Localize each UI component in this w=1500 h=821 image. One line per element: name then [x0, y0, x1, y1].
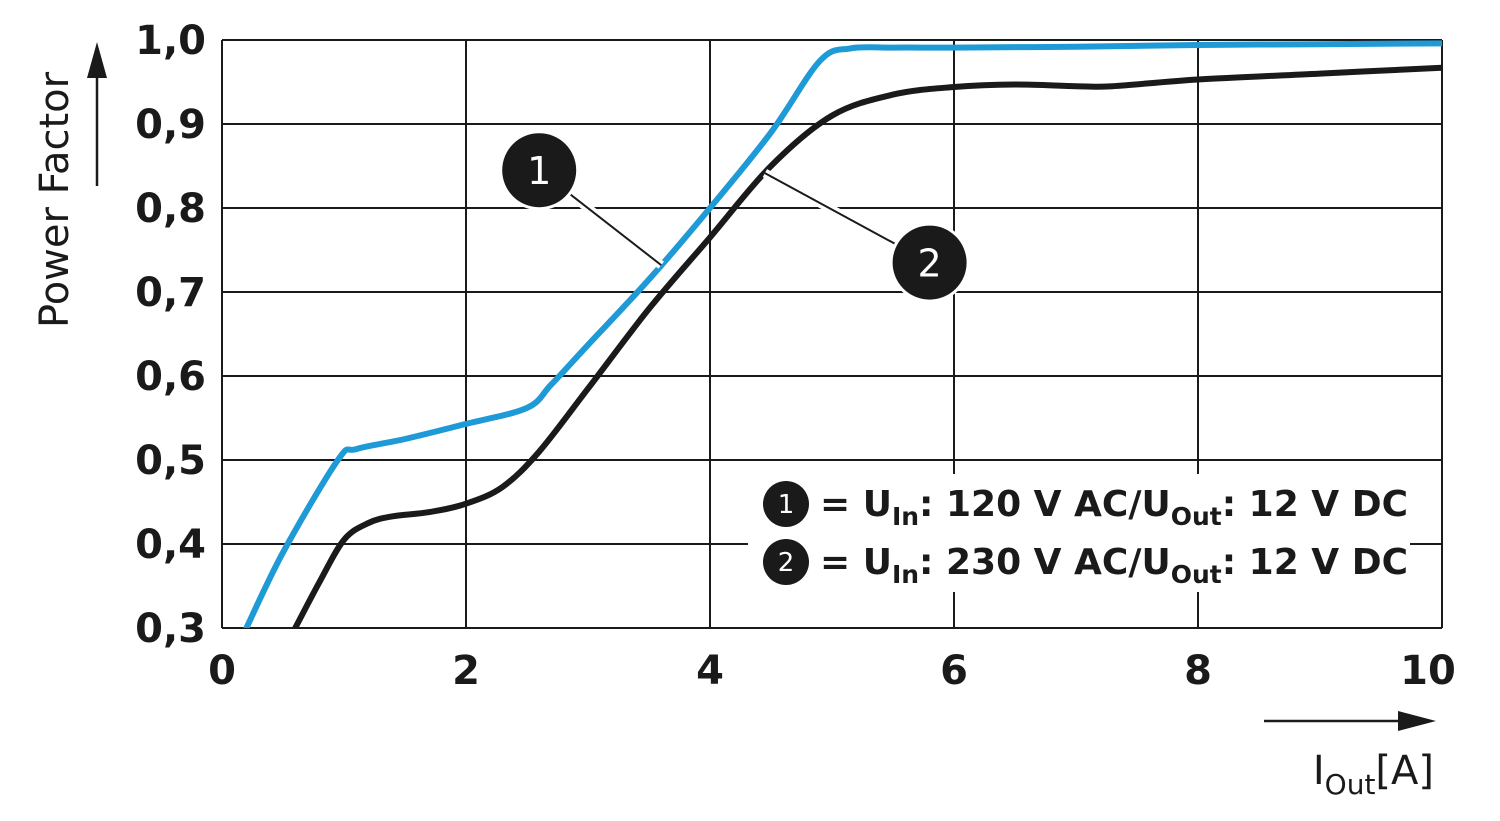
legend-background	[748, 474, 1410, 592]
legend-item-1: 1 = UIn: 120 V AC/UOut: 12 V DC	[763, 481, 1408, 531]
y-axis-title-group: Power Factor	[32, 42, 107, 328]
y-tick-label: 1,0	[135, 18, 206, 64]
x-axis-title-group: IOut[A]	[1264, 711, 1436, 801]
legend-marker-1-label: 1	[778, 490, 795, 520]
annotation-layer: 12	[499, 130, 970, 303]
y-tick-labels: 0,3 0,4 0,5 0,6 0,7 0,8 0,9 1,0	[135, 18, 206, 652]
legend: 1 = UIn: 120 V AC/UOut: 12 V DC 2 = UIn:…	[748, 474, 1410, 592]
x-tick-label: 4	[696, 648, 724, 694]
annotation-bubble-1	[502, 133, 577, 208]
legend-label-2: = UIn: 230 V AC/UOut: 12 V DC	[820, 542, 1408, 589]
legend-marker-2-label: 2	[778, 548, 795, 578]
y-tick-label: 0,9	[135, 102, 206, 148]
x-tick-label: 2	[452, 648, 480, 694]
series-line-1	[243, 40, 1442, 628]
y-axis-arrow-head	[87, 42, 107, 78]
annotation-bubble-2	[892, 225, 967, 300]
y-tick-label: 0,5	[135, 438, 206, 484]
x-axis-arrow-head	[1398, 711, 1436, 731]
x-tick-label: 6	[940, 648, 968, 694]
annotation-label-1: 1	[527, 149, 551, 193]
y-tick-label: 0,4	[135, 522, 206, 568]
x-tick-labels: 0 2 4 6 8 10	[208, 648, 1456, 694]
legend-item-2: 2 = UIn: 230 V AC/UOut: 12 V DC	[763, 539, 1408, 589]
series-line-2	[292, 64, 1442, 628]
x-tick-label: 0	[208, 648, 236, 694]
annotation-label-2: 2	[918, 242, 942, 286]
legend-marker-2	[763, 539, 809, 585]
y-tick-label: 0,8	[135, 186, 206, 232]
x-tick-label: 10	[1400, 648, 1456, 694]
y-tick-label: 0,6	[135, 354, 206, 400]
x-axis-title: IOut[A]	[1313, 748, 1434, 801]
legend-marker-1	[763, 481, 809, 527]
y-tick-label: 0,7	[135, 270, 206, 316]
series-layer	[243, 40, 1442, 628]
y-tick-label: 0,3	[135, 606, 206, 652]
x-tick-label: 8	[1184, 648, 1212, 694]
y-axis-title: Power Factor	[32, 71, 78, 328]
legend-label-1: = UIn: 120 V AC/UOut: 12 V DC	[820, 484, 1408, 531]
